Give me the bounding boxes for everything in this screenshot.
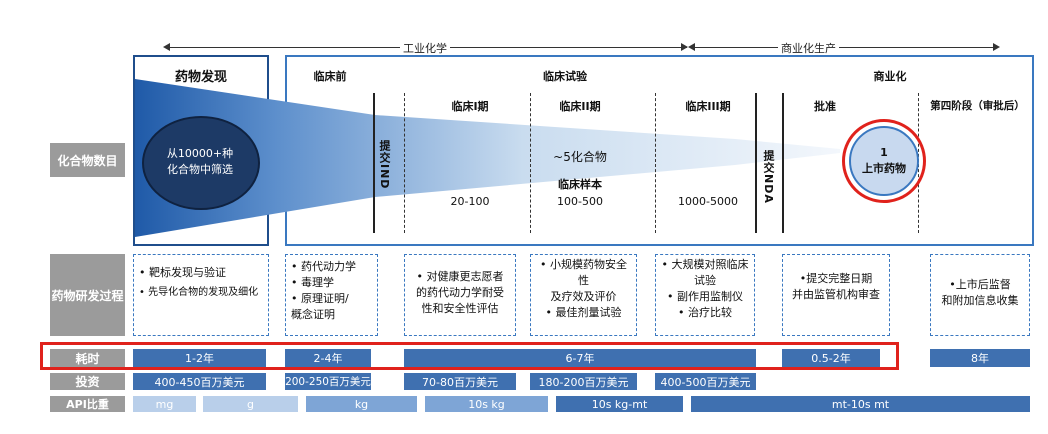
- phase4-title: 第四阶段（审批后）: [930, 100, 1025, 112]
- time-bar-clinical: 6-7年: [404, 349, 756, 367]
- api-bar-10skg-mt: 10s kg-mt: [556, 396, 683, 412]
- rd-line: •提交完整日期: [799, 272, 873, 285]
- phase1-title: 临床I期: [451, 100, 489, 113]
- ind-line: [373, 93, 375, 233]
- divider-2: [530, 93, 531, 233]
- rd-line: • 先导化合物的发现及细化: [139, 287, 259, 298]
- rd-line: 和附加信息收集: [941, 294, 1019, 307]
- rd-line: 及疗效及评价: [550, 290, 617, 303]
- time-bar-approval: 0.5-2年: [782, 349, 880, 367]
- rd-box-phase2: • 小规模药物安全 性 及疗效及评价 • 最佳剂量试验: [530, 254, 637, 336]
- screen-ellipse: [142, 116, 260, 210]
- rd-line: •上市后监督: [949, 278, 1011, 291]
- commercialization-title: 商业化: [873, 70, 907, 83]
- rd-line: • 毒理学: [291, 276, 334, 289]
- arrow-mid-head: [681, 43, 688, 51]
- api-bar-mg: mg: [133, 396, 196, 412]
- clinical-trials-title: 临床试验: [543, 70, 587, 83]
- market-drug-highlight: [842, 119, 926, 203]
- time-row-highlight: [40, 342, 899, 370]
- approval-title: 批准: [814, 100, 836, 113]
- api-label: API比重: [50, 396, 125, 412]
- commercial-prod-label: 商业化生产: [778, 40, 839, 56]
- api-bar-10skg: 10s kg: [425, 396, 548, 412]
- api-bar-mt-10smt: mt-10s mt: [691, 396, 1030, 412]
- rd-line: 试验: [694, 274, 716, 287]
- invest-bar-phase3: 400-500百万美元: [655, 373, 756, 390]
- invest-bar-phase2: 180-200百万美元: [530, 373, 637, 390]
- rd-box-phase4: •上市后监督 和附加信息收集: [930, 254, 1030, 336]
- funnel-shape: [135, 79, 840, 237]
- rd-line: • 药代动力学: [291, 260, 356, 273]
- rd-line: • 治疗比较: [678, 306, 732, 319]
- api-bar-g: g: [203, 396, 298, 412]
- rd-box-approval: •提交完整日期 并由监管机构审查: [782, 254, 890, 336]
- invest-bar-preclinical: 200-250百万美元: [285, 373, 371, 390]
- rd-line: 性: [578, 274, 589, 287]
- arrow-left-head: [163, 43, 170, 51]
- time-label: 耗时: [50, 349, 125, 367]
- market-drug-text: 1 上市药物: [862, 146, 906, 175]
- rd-process-label: 药物研发过程: [50, 254, 125, 336]
- rd-line: 的药代动力学耐受: [416, 286, 504, 299]
- api-bar-kg: kg: [306, 396, 417, 412]
- commercial-prod-arrow: [690, 47, 996, 48]
- rd-line: 性和安全性评估: [421, 302, 499, 315]
- time-bar-preclinical: 2-4年: [285, 349, 371, 367]
- nda-line-left: [755, 93, 757, 233]
- rd-line: • 小规模药物安全: [540, 258, 627, 271]
- divider-1: [404, 93, 405, 233]
- preclinical-title: 临床前: [313, 70, 347, 83]
- sample-p1: 20-100: [450, 195, 490, 208]
- investment-label: 投资: [50, 373, 125, 390]
- compounds-label: ~5化合物: [553, 150, 607, 164]
- sample-p2: 100-500: [557, 195, 603, 208]
- invest-bar-discovery: 400-450百万美元: [133, 373, 266, 390]
- market-drug-circle: 1 上市药物: [849, 126, 919, 196]
- divider-3: [655, 93, 656, 233]
- nda-label: 提交NDA: [762, 150, 775, 204]
- rd-line: • 最佳剂量试验: [545, 306, 622, 319]
- time-bar-phase4: 8年: [930, 349, 1030, 367]
- rd-line: • 靶标发现与验证: [139, 266, 226, 279]
- phase3-title: 临床III期: [685, 100, 731, 113]
- rd-line: • 对健康更志愿者: [416, 270, 504, 283]
- rd-line: • 原理证明/: [291, 292, 349, 305]
- rd-box-discovery: • 靶标发现与验证 • 先导化合物的发现及细化: [133, 254, 269, 336]
- funnel-graphic: [135, 79, 840, 237]
- rd-line: • 副作用监制仪: [667, 290, 743, 303]
- sample-p3: 1000-5000: [678, 195, 738, 208]
- nda-line-right: [782, 93, 784, 233]
- ind-label: 提交IND: [378, 140, 391, 190]
- time-bar-discovery: 1-2年: [133, 349, 266, 367]
- rd-box-phase3: • 大规模对照临床 试验 • 副作用监制仪 • 治疗比较: [655, 254, 755, 336]
- rd-box-phase1: • 对健康更志愿者 的药代动力学耐受 性和安全性评估: [404, 254, 516, 336]
- compound-count-label: 化合物数目: [50, 143, 125, 177]
- arrow-right-head: [993, 43, 1000, 51]
- rd-line: • 大规模对照临床: [661, 258, 749, 271]
- rd-box-preclinical: • 药代动力学 • 毒理学 • 原理证明/ 概念证明: [285, 254, 378, 336]
- industrial-chem-label: 工业化学: [400, 40, 450, 56]
- sample-label: 临床样本: [558, 178, 602, 191]
- phase2-title: 临床II期: [559, 100, 601, 113]
- rd-line: 并由监管机构审查: [792, 288, 880, 301]
- drug-discovery-title: 药物发现: [174, 70, 227, 85]
- rd-line: 概念证明: [291, 308, 335, 321]
- screen-text: 从10000+种 化合物中筛选: [166, 147, 234, 176]
- arrow-mid-head2: [688, 43, 695, 51]
- invest-bar-phase1: 70-80百万美元: [404, 373, 516, 390]
